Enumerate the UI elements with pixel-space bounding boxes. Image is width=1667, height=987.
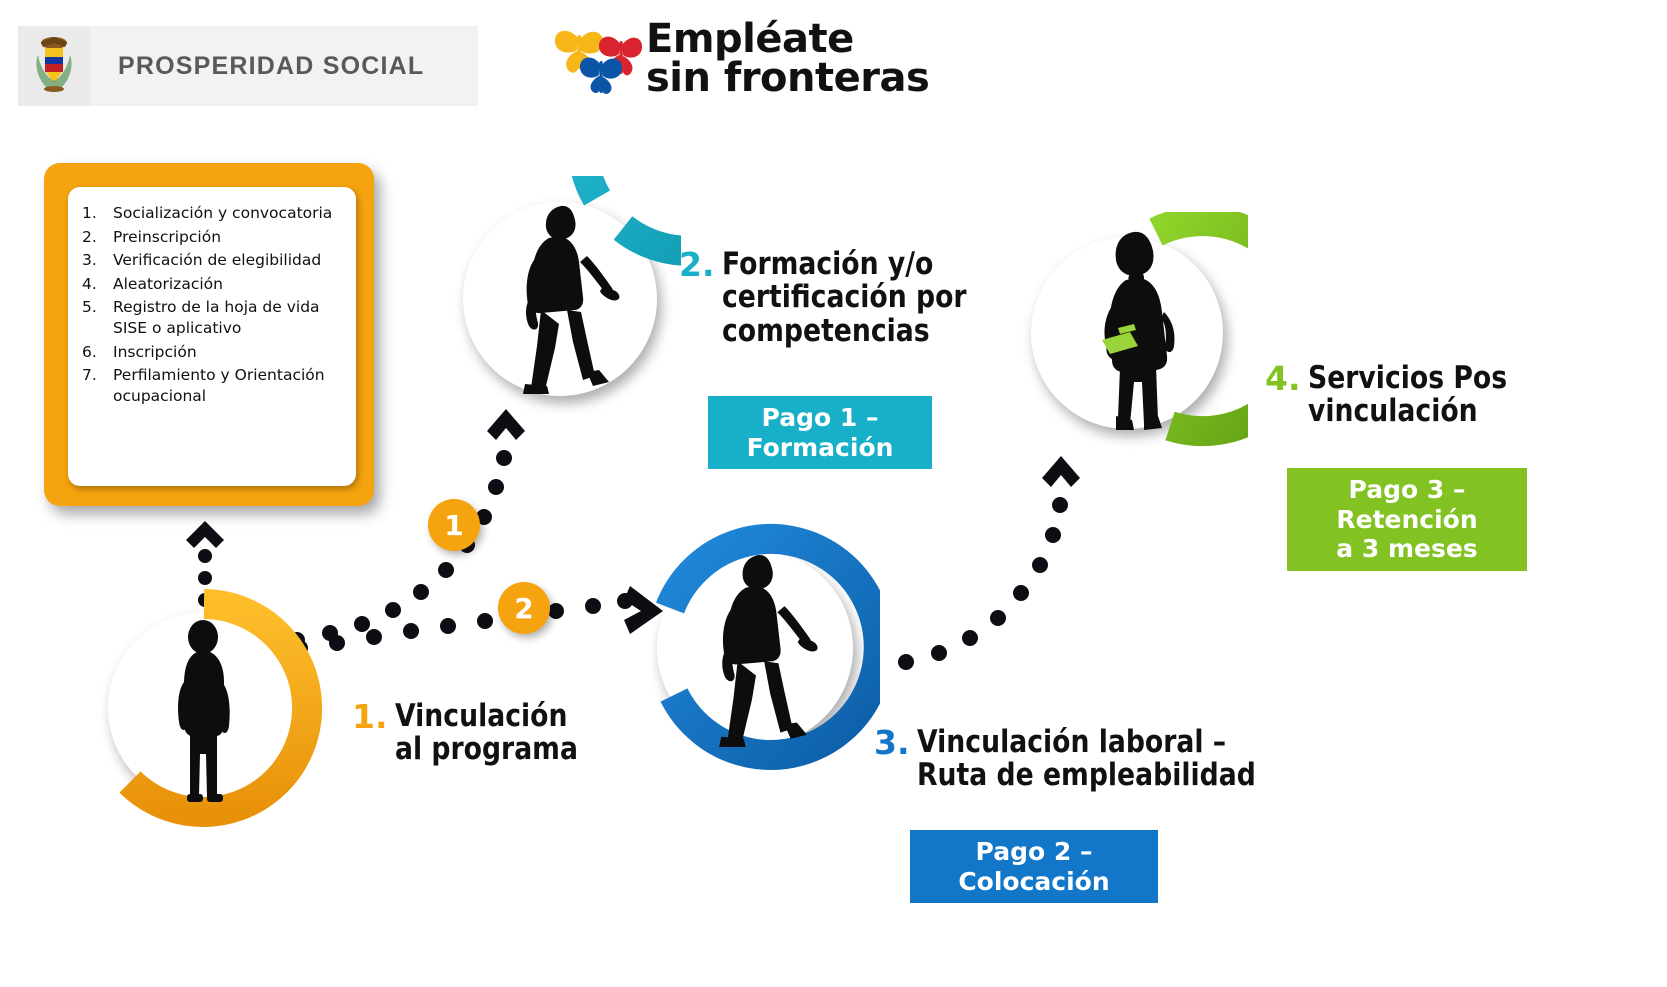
businesswoman-with-clipboard-silhouette-icon xyxy=(1102,231,1175,430)
step-1-title: Vinculación al programa xyxy=(394,698,578,768)
step-4-title: Servicios Pos vinculación xyxy=(1307,360,1507,430)
empleate-brand: Empléate sin fronteras xyxy=(548,16,930,102)
step-2-payment-badge: Pago 1 – Formación xyxy=(708,396,932,469)
list-item: 6. Inscripción xyxy=(82,342,342,363)
walking-man-silhouette-icon xyxy=(523,205,620,394)
step-4-number: 4. xyxy=(1265,359,1301,398)
list-item: 3. Verificación de elegibilidad xyxy=(82,250,342,271)
list-item: 4. Aleatorización xyxy=(82,274,342,295)
step-3-title: Vinculación laboral – Ruta de empleabili… xyxy=(916,724,1256,794)
step-4-ring xyxy=(1149,212,1248,447)
list-item-label: Aleatorización xyxy=(113,274,223,293)
process-list-inner: 1. Socialización y convocatoria 2. Preinsc… xyxy=(68,187,356,486)
list-item-label: Verificación de elegibilidad xyxy=(113,251,322,270)
agency-name: PROSPERIDAD SOCIAL xyxy=(118,51,425,80)
step-2-label: 2. Formación y/o certificación por compe… xyxy=(679,245,1006,349)
list-item-label: Registro de la hoja de vida SISE o aplic… xyxy=(113,298,320,338)
step-3-number: 3. xyxy=(874,723,910,762)
list-item-number: 6. xyxy=(82,342,97,361)
brand-line-2: sin fronteras xyxy=(646,55,930,102)
list-item-number: 7. xyxy=(82,366,97,385)
colombia-coat-of-arms-icon xyxy=(18,26,90,106)
brand-line-1: Empléate xyxy=(646,16,854,62)
list-item-label: Inscripción xyxy=(113,342,197,361)
step-3-payment-badge: Pago 2 – Colocación xyxy=(910,830,1158,903)
step-2-title: Formación y/o certificación por competen… xyxy=(721,246,967,349)
step-3-label: 3. Vinculación laboral – Ruta de empleab… xyxy=(874,723,1310,794)
step-3-node xyxy=(630,523,880,773)
walking-man-silhouette-icon xyxy=(719,555,818,747)
list-item-number: 3. xyxy=(82,251,97,270)
list-item-label: Socialización y convocatoria xyxy=(113,204,333,222)
path-marker-1: 1 xyxy=(428,499,480,551)
step-1-node xyxy=(84,588,324,828)
step-4-label: 4. Servicios Pos vinculación xyxy=(1265,359,1539,430)
list-item: 5. Registro de la hoja de vida SISE o apl… xyxy=(82,297,342,338)
step-4-payment-badge: Pago 3 – Retención a 3 meses xyxy=(1287,468,1527,571)
list-item-label: Preinscripción xyxy=(113,227,222,246)
list-item: 2. Preinscripción xyxy=(82,227,342,248)
brand-wordmark: Empléate sin fronteras xyxy=(646,16,930,102)
path-marker-2: 2 xyxy=(498,582,550,634)
list-item-number: 4. xyxy=(82,274,97,293)
step-2-node xyxy=(437,176,681,420)
step-4-node xyxy=(1006,212,1248,454)
step-1-label: 1. Vinculación al programa xyxy=(352,697,607,768)
step-1-number: 1. xyxy=(352,697,388,736)
three-butterflies-icon xyxy=(548,20,644,98)
list-item-number: 5. xyxy=(82,298,97,317)
list-item-number: 2. xyxy=(82,227,97,246)
step-3-ring xyxy=(656,523,880,770)
step-2-number: 2. xyxy=(679,245,715,284)
standing-man-silhouette-icon xyxy=(178,620,230,802)
prosperidad-social-logo-block: PROSPERIDAD SOCIAL xyxy=(18,26,478,106)
process-list-card: 1. Socialización y convocatoria 2. Preinsc… xyxy=(44,163,374,506)
step-1-ring xyxy=(119,589,323,827)
process-list: 1. Socialización y convocatoria 2. Preinsc… xyxy=(82,203,342,406)
list-item: 1. Socialización y convocatoria xyxy=(82,203,342,224)
list-item-label: Perfilamiento y Orientación ocupacional xyxy=(113,366,325,405)
list-item-number: 1. xyxy=(82,204,97,222)
list-item: 7. Perfilamiento y Orientación ocupaciona… xyxy=(82,365,342,406)
